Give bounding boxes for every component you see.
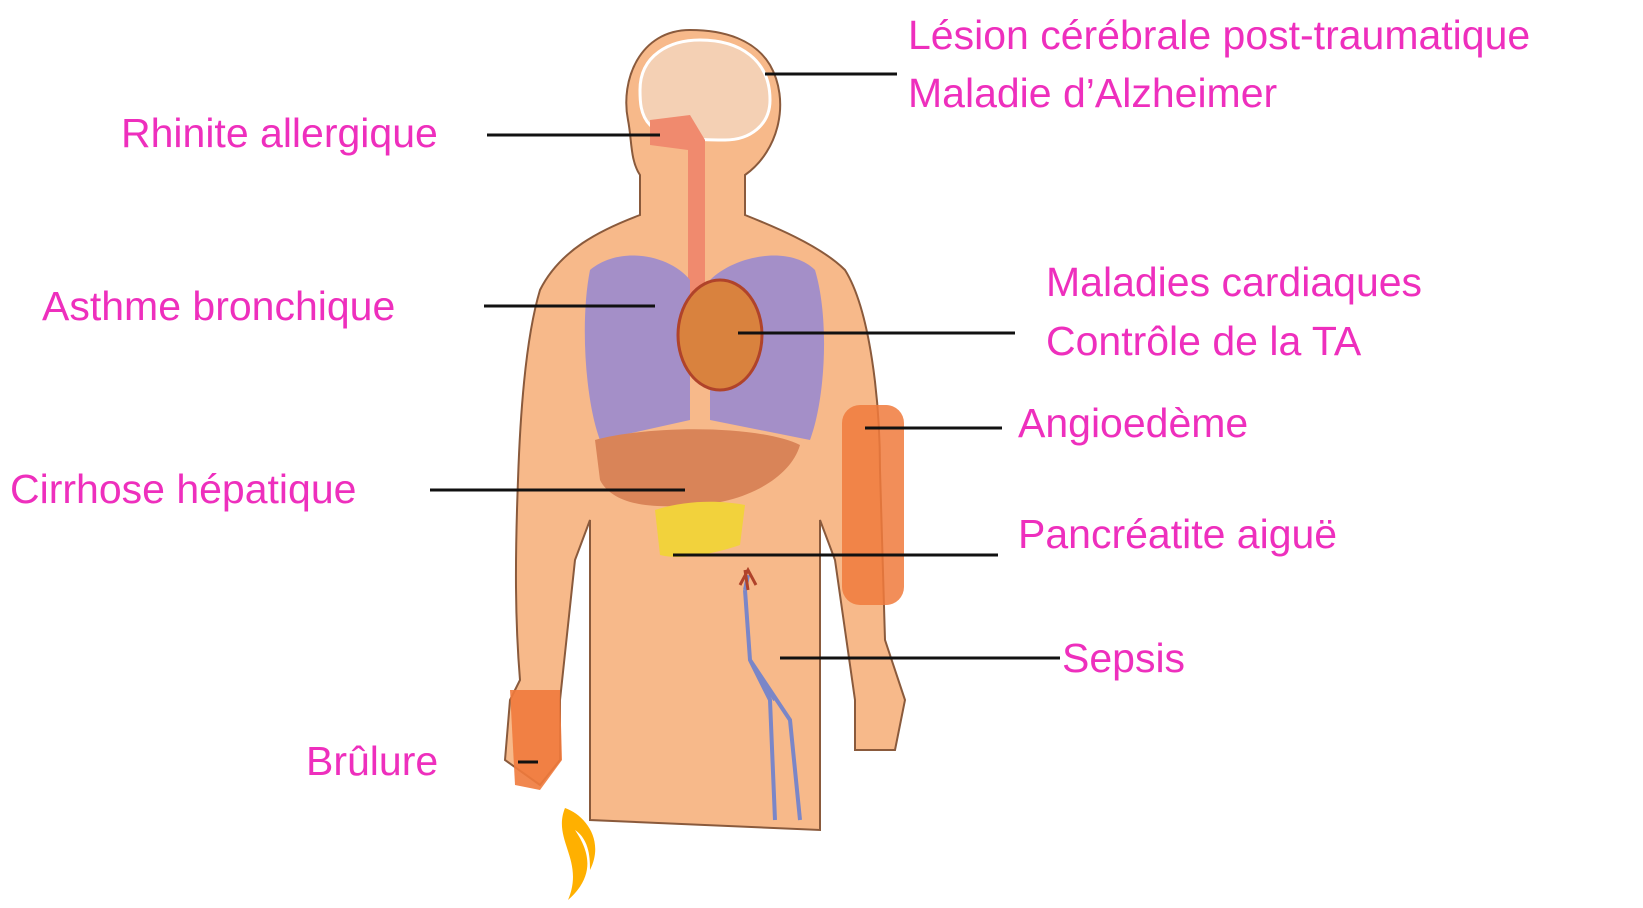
label-cirrhosis: Cirrhose hépatique bbox=[10, 466, 356, 512]
label-angioedema: Angioedème bbox=[1018, 400, 1248, 446]
heart bbox=[678, 280, 762, 390]
label-pancreatitis: Pancréatite aiguë bbox=[1018, 511, 1337, 557]
label-heart-line2: Contrôle de la TA bbox=[1046, 318, 1361, 364]
label-brain-line1: Lésion cérébrale post-traumatique bbox=[908, 12, 1530, 58]
burned-hand bbox=[510, 690, 562, 790]
label-brain-line2: Maladie d’Alzheimer bbox=[908, 70, 1277, 116]
inflamed-forearm bbox=[842, 405, 904, 605]
label-burn: Brûlure bbox=[306, 738, 438, 784]
label-asthma: Asthme bronchique bbox=[42, 283, 395, 329]
label-heart-line1: Maladies cardiaques bbox=[1046, 259, 1422, 305]
label-sepsis: Sepsis bbox=[1062, 635, 1185, 681]
label-rhinitis: Rhinite allergique bbox=[121, 110, 438, 156]
flame-icon bbox=[562, 808, 595, 900]
